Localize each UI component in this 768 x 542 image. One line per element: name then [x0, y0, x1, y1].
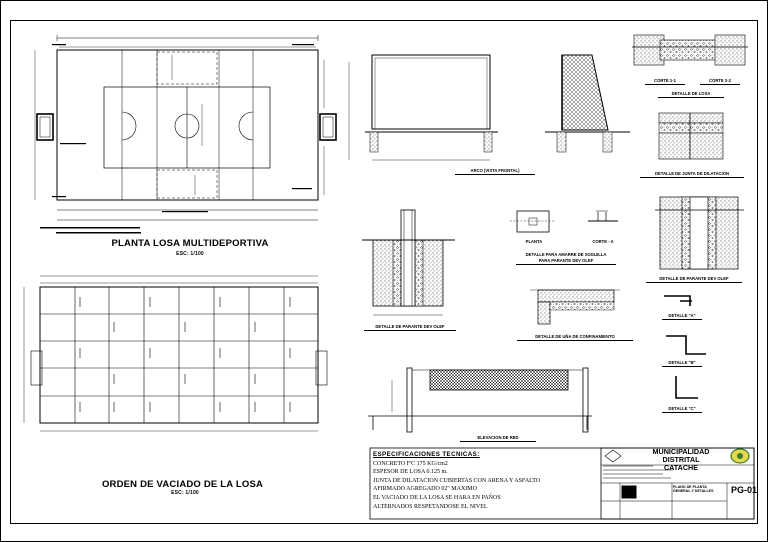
- spec-line: ESPESOR DE LOSA 0.125 m.: [373, 469, 448, 476]
- planta-losa-notes: [40, 44, 314, 234]
- orden-vaciado-marks: [79, 297, 291, 412]
- spec-line: AFIRMADO AGREGADO 02" MAXIMO: [373, 486, 477, 493]
- planta-title: PLANTA: [525, 239, 543, 244]
- orden-vaciado-drawing: [23, 275, 328, 432]
- amarre-title-2: PARA PARANTE DEV OLEF: [516, 258, 616, 265]
- corte-a-title: CORTE - A: [592, 239, 614, 244]
- amarre-title-1: DETALLE PARA AMARRE DE SOGUILLA: [525, 252, 607, 257]
- title-block: [369, 447, 755, 520]
- parante-left-title: DETALLE DE PARANTE DEV OLEF: [364, 324, 456, 331]
- detalle-b-title: DETALLE "B": [662, 360, 702, 367]
- detalle-losa-title: DETALLE DE LOSA: [658, 91, 724, 98]
- parante-right-title: DETALLE DE PARANTE DEV OLEF: [646, 276, 742, 283]
- municipality-line-2: CATACHE: [663, 463, 699, 472]
- planta-losa-drawing: [34, 35, 337, 221]
- corte-1-title: CORTE 1-1: [645, 78, 685, 85]
- spec-line: CONCRETO F'C 175 KG/cm2: [373, 460, 448, 467]
- amarre-drawing: [510, 210, 618, 233]
- una-title: DETALLE DE UÑA DE CONFINAMIENTO: [517, 334, 633, 341]
- spec-line: JUNTA DE DILATACION CUBIERTAS CON ARENA …: [373, 477, 541, 484]
- corte-details-drawing: [632, 34, 748, 399]
- parante-left-drawing: [362, 209, 455, 316]
- sheet-code: PG-01: [730, 485, 757, 495]
- arco-lateral-drawing: [545, 54, 630, 153]
- municipality-line-1: MUNICIPALIDAD DISTRITAL: [652, 447, 710, 464]
- elevacion-red-drawing: [368, 367, 592, 433]
- elevacion-red-title: ELEVACION DE RED: [460, 435, 536, 442]
- spec-line: ALTERNADOS RESPETANDOSE EL NIVEL: [373, 503, 488, 510]
- planta-losa-title: PLANTA LOSA MULTIDEPORTIVA: [111, 238, 269, 249]
- specifications-heading: ESPECIFICACIONES TECNICAS:: [373, 451, 480, 458]
- detalle-c-title: DETALLE "C": [662, 406, 702, 413]
- junta-title: DETALLE DE JUNTA DE DILATACION: [640, 171, 744, 178]
- orden-vaciado-title: ORDEN DE VACIADO DE LA LOSA: [101, 479, 264, 490]
- plano-name: PLANO DE PLANTA GENERAL Y DETALLES: [673, 485, 714, 494]
- corte-2-title: CORTE 2-2: [700, 78, 740, 85]
- detalle-a-title: DETALLE "A": [662, 313, 702, 320]
- specifications-block: ESPECIFICACIONES TECNICAS: CONCRETO F'C …: [373, 451, 548, 518]
- planta-losa-scale: ESC: 1/100: [176, 251, 204, 257]
- una-drawing: [530, 289, 620, 325]
- municipality-name: MUNICIPALIDAD DISTRITAL CATACHE: [637, 448, 725, 472]
- orden-vaciado-scale: ESC: 1/100: [171, 490, 199, 496]
- spec-line: EL VACIADO DE LA LOSA SE HARA EN PAÑOS: [373, 494, 501, 501]
- arco-frontal-drawing: [348, 54, 498, 161]
- arco-title: ARCO (VISTA FRONTAL): [455, 168, 535, 175]
